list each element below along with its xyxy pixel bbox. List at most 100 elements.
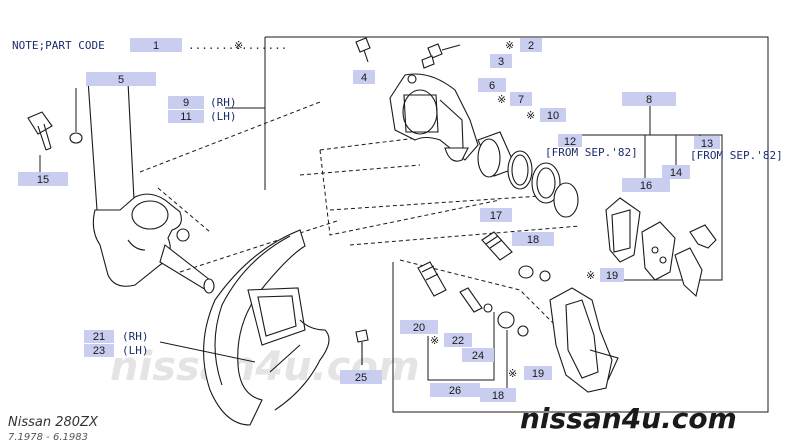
label-15: 15 (18, 172, 68, 186)
footer-years: 7.1978 - 6.1983 (8, 432, 88, 443)
svg-text:19: 19 (606, 270, 618, 282)
dash-e (299, 164, 421, 176)
ring-19b (517, 325, 529, 337)
label-25: 25 (340, 370, 382, 384)
label-19a: 19 (600, 268, 624, 282)
label-19b: 19 (524, 366, 552, 380)
bleeder-2-lead (441, 44, 461, 51)
svg-text:6: 6 (489, 80, 495, 92)
label-6: 6 (478, 78, 506, 92)
clip-24 (483, 303, 493, 313)
cap-3 (421, 55, 435, 69)
svg-text:22: 22 (452, 335, 464, 347)
dash-b (157, 187, 211, 233)
dash-d (319, 149, 501, 236)
svg-text:18: 18 (492, 390, 504, 402)
label-4: 4 (353, 70, 375, 84)
svg-text:4: 4 (361, 72, 367, 84)
leader-21-23 (159, 341, 256, 363)
guide-pin-20 (417, 261, 447, 297)
bleeder-2 (427, 43, 443, 59)
svg-text:16: 16 (640, 180, 652, 192)
pad-frame (574, 134, 723, 281)
boot-18b (497, 311, 515, 329)
label-18b: 18 (480, 388, 516, 402)
note-leader: ............... (188, 39, 287, 52)
label-12: 12 [FROM SEP.'82] (545, 134, 638, 159)
washer-5 (69, 132, 83, 144)
svg-text:3: 3 (498, 56, 504, 68)
ring-19a (539, 270, 551, 282)
bolt-25 (355, 329, 369, 343)
svg-text:2: 2 (528, 40, 534, 52)
note-prefix: NOTE;PART CODE (12, 39, 105, 52)
svg-text:15: 15 (37, 174, 49, 186)
label-24: 24 (462, 348, 494, 362)
boot-18a (518, 265, 534, 279)
dash-i (399, 259, 561, 331)
seal-7-inner (511, 154, 529, 186)
note-star: ※ (234, 39, 243, 52)
svg-text:[FROM SEP.'82]: [FROM SEP.'82] (690, 149, 783, 162)
svg-text:5: 5 (118, 74, 124, 86)
star-19b: ※ (508, 367, 517, 380)
svg-text:20: 20 (413, 322, 425, 334)
label-16: 16 (622, 178, 670, 192)
pin-22 (459, 287, 483, 313)
svg-text:19: 19 (532, 368, 544, 380)
bolt-4 (355, 37, 371, 53)
torque-member (549, 287, 619, 393)
svg-text:8: 8 (646, 94, 652, 106)
svg-text:23: 23 (93, 345, 105, 357)
dash-h (179, 219, 341, 273)
label-10: 10 (540, 108, 566, 122)
svg-text:24: 24 (472, 350, 484, 362)
svg-text:9: 9 (183, 97, 189, 109)
dash-g (349, 225, 581, 246)
bolt-15 (27, 111, 53, 151)
footer-model: Nissan 280ZX (8, 415, 99, 430)
steering-knuckle (87, 79, 215, 294)
svg-text:(RH): (RH) (122, 330, 149, 343)
guide-pin-17 (481, 231, 513, 261)
label-8: 8 (622, 92, 676, 106)
svg-text:21: 21 (93, 331, 105, 343)
label-22: 22 (444, 333, 472, 347)
svg-text:[FROM SEP.'82]: [FROM SEP.'82] (545, 146, 638, 159)
svg-text:18: 18 (527, 234, 539, 246)
svg-text:11: 11 (180, 111, 191, 123)
dash-f (329, 195, 541, 211)
label-13: 13 [FROM SEP.'82] (690, 136, 783, 162)
bolt-4-shank (363, 49, 369, 63)
boot-10-inner (536, 167, 556, 199)
watermark-corner: nissan4u.com (520, 402, 737, 435)
label-23: 23 (LH) (84, 344, 149, 357)
star-22: ※ (430, 334, 439, 347)
label-3: 3 (490, 54, 512, 68)
svg-text:17: 17 (490, 210, 502, 222)
ring-12 (553, 182, 579, 218)
shim-14 (674, 224, 717, 298)
assembly-frame (265, 36, 769, 413)
star-2: ※ (505, 39, 514, 52)
label-9: 9 (RH) (168, 96, 237, 109)
label-7: 7 (510, 92, 532, 106)
label-20: 20 (400, 320, 438, 334)
label-11: 11 (LH) (168, 110, 237, 123)
brake-pad-16 (605, 197, 676, 281)
label-5: 5 (86, 72, 156, 86)
label-2: 2 (520, 38, 542, 52)
svg-text:14: 14 (670, 167, 682, 179)
svg-text:25: 25 (355, 372, 367, 384)
note-code-chip (130, 38, 182, 52)
svg-text:12: 12 (564, 136, 576, 148)
svg-text:26: 26 (449, 385, 461, 397)
svg-text:7: 7 (518, 94, 524, 106)
svg-text:10: 10 (547, 110, 559, 122)
star-19a: ※ (586, 269, 595, 282)
label-21: 21 (RH) (84, 330, 149, 343)
label-26: 26 (430, 383, 480, 397)
note-code: 1 (153, 40, 159, 52)
star-10: ※ (526, 109, 535, 122)
